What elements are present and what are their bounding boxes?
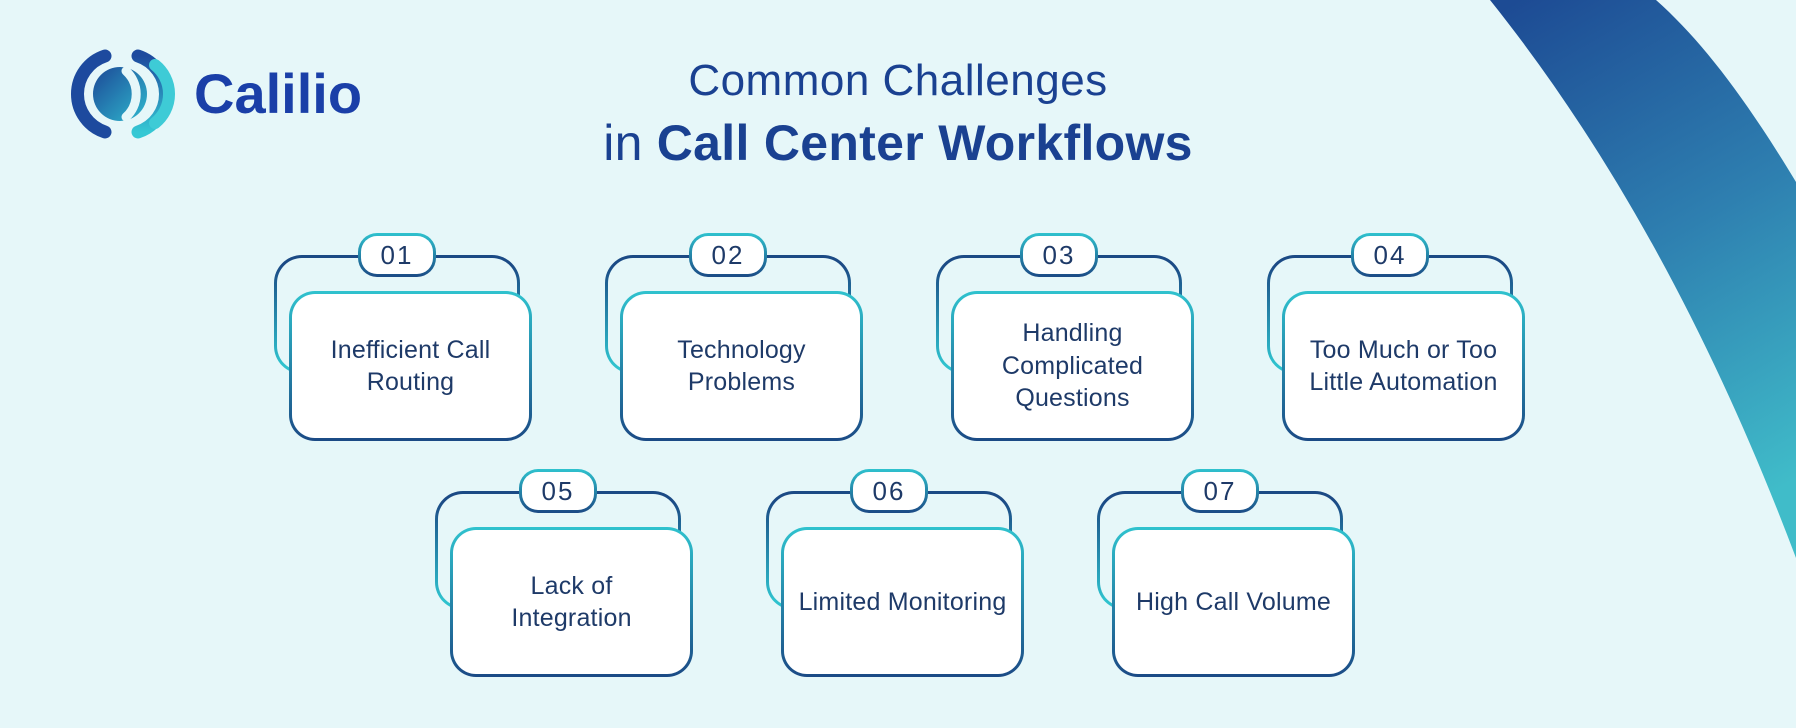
challenge-number: 01 bbox=[380, 239, 414, 270]
challenge-number: 06 bbox=[872, 475, 906, 506]
challenge-number: 02 bbox=[711, 239, 745, 270]
challenges-row-2: Lack of Integration 05 Limited Monitorin… bbox=[435, 469, 1355, 679]
card-number-badge: 01 bbox=[358, 233, 436, 277]
challenge-card-06: Limited Monitoring 06 bbox=[766, 469, 1024, 679]
challenge-number: 05 bbox=[541, 475, 575, 506]
card-number-badge-inner: 07 bbox=[1184, 472, 1256, 510]
title-line-2-emphasis: Call Center Workflows bbox=[656, 115, 1193, 171]
card-panel: Too Much or Too Little Automation bbox=[1282, 291, 1525, 441]
card-number-badge: 06 bbox=[850, 469, 928, 513]
card-panel: Inefficient Call Routing bbox=[289, 291, 532, 441]
challenge-label: Inefficient Call Routing bbox=[330, 335, 491, 397]
card-panel-inner: High Call Volume bbox=[1115, 530, 1352, 674]
challenge-label: Lack of Integration bbox=[511, 571, 632, 633]
card-panel-inner: Handling Complicated Questions bbox=[954, 294, 1191, 438]
calilio-logo: Calilio bbox=[66, 44, 362, 144]
calilio-logo-icon bbox=[71, 49, 176, 139]
card-panel-inner: Lack of Integration bbox=[453, 530, 690, 674]
card-panel-inner: Technology Problems bbox=[623, 294, 860, 438]
card-panel: Lack of Integration bbox=[450, 527, 693, 677]
challenge-number: 04 bbox=[1373, 239, 1407, 270]
card-panel: Handling Complicated Questions bbox=[951, 291, 1194, 441]
card-number-badge-inner: 02 bbox=[692, 236, 764, 274]
challenge-label: Limited Monitoring bbox=[798, 587, 1007, 616]
card-panel-inner: Too Much or Too Little Automation bbox=[1285, 294, 1522, 438]
challenge-label: Technology Problems bbox=[677, 335, 806, 397]
card-number-badge: 03 bbox=[1020, 233, 1098, 277]
challenge-label: Handling Complicated Questions bbox=[1001, 319, 1144, 413]
challenge-card-07: High Call Volume 07 bbox=[1097, 469, 1355, 679]
card-panel: Limited Monitoring bbox=[781, 527, 1024, 677]
title-line-2-prefix: in bbox=[603, 115, 643, 171]
challenge-card-04: Too Much or Too Little Automation 04 bbox=[1267, 233, 1525, 443]
card-number-badge: 07 bbox=[1181, 469, 1259, 513]
card-number-badge: 02 bbox=[689, 233, 767, 277]
challenge-label: High Call Volume bbox=[1136, 587, 1331, 616]
title-line-1: Common Challenges bbox=[688, 56, 1108, 105]
challenge-card-02: Technology Problems 02 bbox=[605, 233, 863, 443]
card-number-badge-inner: 01 bbox=[361, 236, 433, 274]
card-number-badge-inner: 05 bbox=[522, 472, 594, 510]
challenge-card-03: Handling Complicated Questions 03 bbox=[936, 233, 1194, 443]
card-number-badge-inner: 04 bbox=[1354, 236, 1426, 274]
challenge-card-01: Inefficient Call Routing 01 bbox=[274, 233, 532, 443]
calilio-logo-text: Calilio bbox=[194, 62, 363, 125]
card-panel-inner: Inefficient Call Routing bbox=[292, 294, 529, 438]
challenge-card-05: Lack of Integration 05 bbox=[435, 469, 693, 679]
card-number-badge: 05 bbox=[519, 469, 597, 513]
challenge-number: 03 bbox=[1042, 239, 1076, 270]
card-panel-inner: Limited Monitoring bbox=[784, 530, 1021, 674]
challenge-number: 07 bbox=[1203, 475, 1237, 506]
card-number-badge: 04 bbox=[1351, 233, 1429, 277]
card-number-badge-inner: 03 bbox=[1023, 236, 1095, 274]
card-panel: Technology Problems bbox=[620, 291, 863, 441]
card-number-badge-inner: 06 bbox=[853, 472, 925, 510]
card-panel: High Call Volume bbox=[1112, 527, 1355, 677]
challenge-label: Too Much or Too Little Automation bbox=[1309, 335, 1498, 397]
challenges-row-1: Inefficient Call Routing 01 Technology P… bbox=[274, 233, 1525, 443]
